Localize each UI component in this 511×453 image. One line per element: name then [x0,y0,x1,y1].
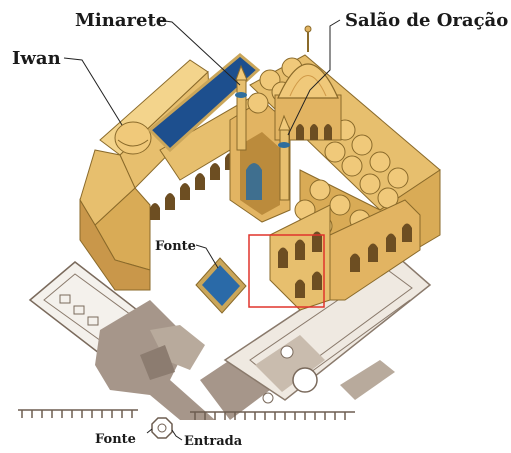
mosque-building [79,25,441,311]
highlight-box [248,234,325,308]
label-iwan: Iwan [12,48,61,69]
leader-lines [63,19,341,441]
label-salao-de-oracao: Salão de Oração [345,10,508,31]
label-minarete: Minarete [75,10,167,31]
label-entrada: Entrada [184,434,243,449]
labels: Minarete Salão de Oração Iwan Fonte Font… [12,10,508,449]
courtyard-fountain [195,257,247,314]
minaret-towers [235,64,291,201]
label-fonte-entrada: Fonte [95,432,136,447]
entrance-fountain-icon [151,417,173,439]
rooftop-pool [147,53,261,153]
label-fonte-patio: Fonte [155,239,196,254]
